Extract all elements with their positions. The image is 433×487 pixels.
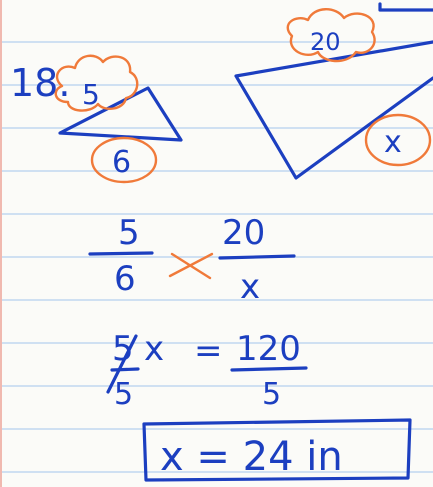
eq2-right-numerator: 120 bbox=[236, 329, 301, 369]
eq1-left-denominator: 6 bbox=[114, 259, 136, 299]
eq1-left-numerator: 5 bbox=[118, 213, 140, 253]
large-triangle bbox=[234, 2, 433, 180]
eq1-right-fraction-bar bbox=[218, 254, 296, 260]
small-base-label: 6 bbox=[112, 145, 131, 180]
large-hypotenuse-label: 20 bbox=[310, 28, 341, 56]
large-base-label: x bbox=[384, 125, 402, 160]
eq1-left-fraction-bar bbox=[88, 251, 154, 256]
circle-6 bbox=[90, 136, 158, 184]
circle-x bbox=[364, 113, 432, 167]
small-triangle bbox=[58, 86, 183, 142]
eq2-left-variable: x bbox=[144, 329, 164, 369]
eq2-equals: = bbox=[194, 331, 223, 371]
eq2-left-numerator: 5 bbox=[112, 329, 134, 369]
margin-line bbox=[0, 0, 8, 487]
small-hypotenuse-label: 5 bbox=[82, 78, 100, 111]
answer-text: x = 24 in bbox=[160, 434, 343, 480]
eq1-right-denominator: x bbox=[240, 267, 260, 307]
eq2-left-fraction-bar bbox=[110, 367, 140, 372]
answer-box bbox=[142, 418, 412, 482]
eq1-right-numerator: 20 bbox=[222, 213, 265, 253]
cross-multiply-mark bbox=[168, 252, 214, 280]
eq2-right-fraction-bar bbox=[230, 366, 308, 372]
eq2-cancel-slash bbox=[106, 334, 138, 394]
cloud-20 bbox=[286, 8, 376, 63]
eq2-left-denominator: 5 bbox=[114, 377, 133, 412]
eq2-right-denominator: 5 bbox=[262, 377, 281, 412]
cloud-5 bbox=[54, 54, 139, 112]
